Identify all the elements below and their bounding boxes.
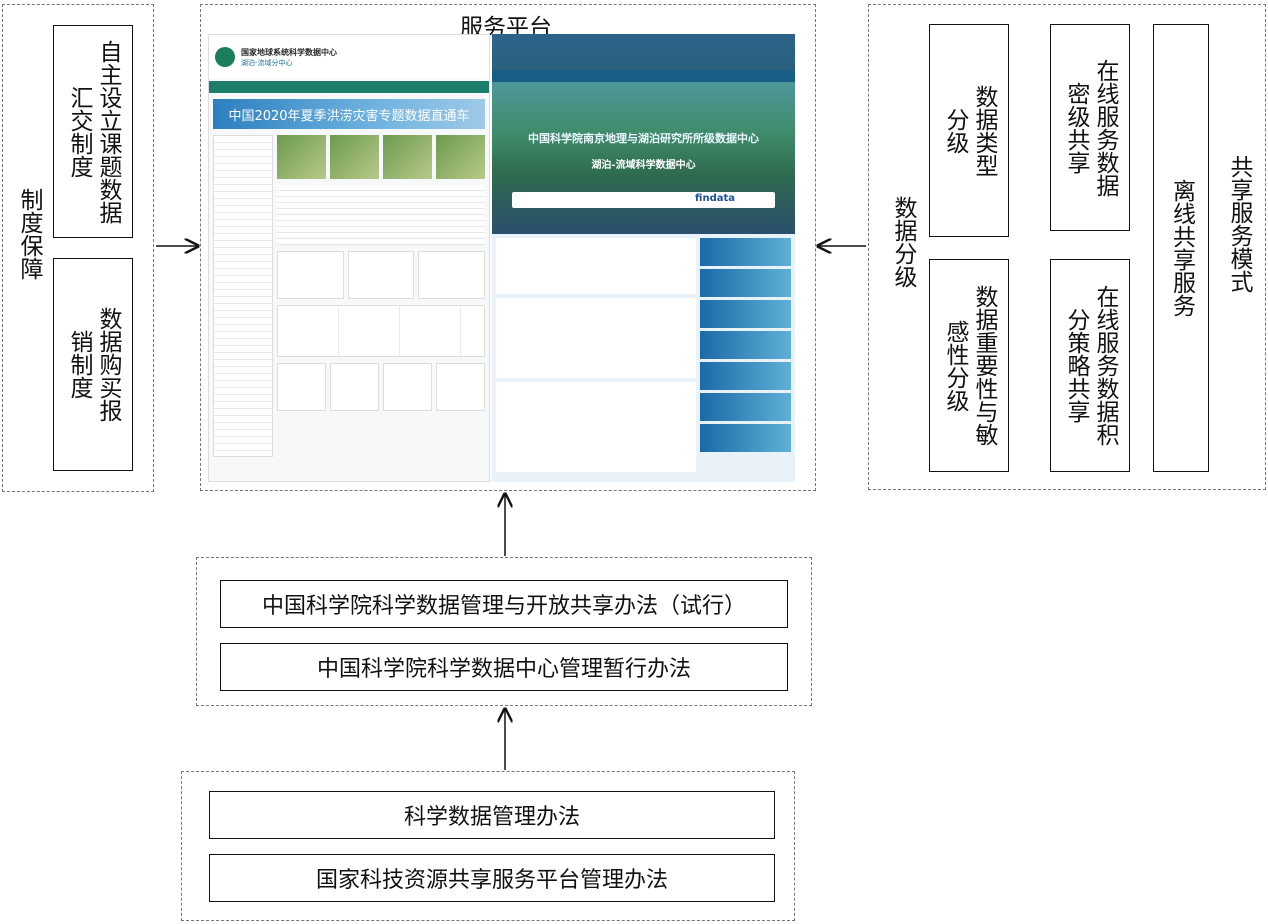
news-row [496, 382, 696, 472]
scientific-data-regulation-box: 科学数据管理办法 [209, 791, 775, 839]
national-policy-group [181, 771, 795, 921]
thumbnail-image [277, 135, 326, 179]
service-platform-group [200, 4, 816, 491]
data-type-grading-box: 数据类型分级 [929, 24, 1009, 237]
thumbnail-image [330, 135, 379, 179]
database-tile [700, 300, 791, 328]
data-purchase-reimbursement-text: 数据购买报销制度 [66, 307, 121, 422]
thumbnail-image [436, 135, 485, 179]
right-site-title: 中国科学院南京地理与湖泊研究所所级数据中心 [528, 132, 759, 145]
left-site-banner: 中国2020年夏季洪涝灾害专题数据直通车 [213, 99, 485, 129]
data-purchase-reimbursement-box: 数据购买报销制度 [53, 258, 133, 471]
category-grid [277, 305, 485, 357]
map-thumbnail [277, 363, 326, 411]
right-site-nav [492, 70, 795, 82]
left-site-nav [209, 81, 489, 93]
right-site-subtitle: 湖泊-流域科学数据中心 [591, 160, 696, 171]
database-tile [700, 269, 791, 297]
map-thumbnail [330, 363, 379, 411]
topic-data-submission-box: 自主设立课题数据汇交制度 [53, 25, 133, 238]
map-thumbnail [436, 363, 485, 411]
data-grading-label: 数据分级 [890, 196, 916, 288]
database-tile [700, 362, 791, 390]
offline-sharing-box: 离线共享服务 [1153, 24, 1209, 472]
database-tile [700, 238, 791, 266]
right-site-search-bar: findata [512, 192, 775, 208]
database-tile [700, 393, 791, 421]
offline-sharing-text: 离线共享服务 [1168, 179, 1195, 317]
statistics-panel [496, 298, 696, 378]
online-points-sharing-box: 在线服务数据积分策略共享 [1050, 259, 1130, 472]
featured-row [496, 238, 696, 294]
online-secrecy-sharing-box: 在线服务数据密级共享 [1050, 24, 1130, 231]
online-points-sharing-text: 在线服务数据积分策略共享 [1063, 285, 1118, 446]
map-thumbnail [347, 251, 415, 299]
thumbnail-image [383, 135, 432, 179]
data-type-grading-text: 数据类型分级 [942, 84, 997, 177]
data-grading-group [868, 4, 1266, 490]
right-site-banner: 中国科学院南京地理与湖泊研究所所级数据中心 湖泊-流域科学数据中心 findat… [492, 34, 795, 234]
cas-data-center-policy-box: 中国科学院科学数据中心管理暂行办法 [220, 643, 788, 691]
news-list [277, 185, 485, 245]
left-site-title: 国家地球系统科学数据中心 [241, 47, 337, 57]
right-website-screenshot: 中国科学院南京地理与湖泊研究所所级数据中心 湖泊-流域科学数据中心 findat… [492, 34, 795, 482]
right-site-header [492, 34, 795, 70]
cas-policy-group [196, 557, 812, 706]
left-site-subtitle: 湖泊-流域分中心 [241, 58, 293, 67]
map-thumbnail [418, 251, 486, 299]
national-platform-regulation-box: 国家科技资源共享服务平台管理办法 [209, 854, 775, 902]
database-tile [700, 331, 791, 359]
data-sensitivity-grading-text: 数据重要性与敏感性分级 [942, 285, 997, 446]
cas-open-sharing-policy-box: 中国科学院科学数据管理与开放共享办法（试行） [220, 580, 788, 628]
institutional-guarantee-label: 制度保障 [16, 188, 42, 280]
findata-logo: findata [695, 193, 735, 204]
institutional-guarantee-group [2, 4, 154, 492]
online-secrecy-sharing-text: 在线服务数据密级共享 [1063, 58, 1118, 197]
data-sensitivity-grading-box: 数据重要性与敏感性分级 [929, 259, 1009, 472]
topic-data-submission-text: 自主设立课题数据汇交制度 [66, 39, 121, 224]
map-thumbnail [277, 251, 344, 299]
left-site-sidebar [213, 135, 273, 457]
map-thumbnail [383, 363, 432, 411]
earth-logo-icon [215, 47, 235, 67]
left-website-screenshot: 国家地球系统科学数据中心 湖泊-流域分中心 中国2020年夏季洪涝灾害专题数据直… [208, 34, 490, 482]
database-tile [700, 424, 791, 452]
sharing-mode-label: 共享服务模式 [1226, 155, 1252, 293]
